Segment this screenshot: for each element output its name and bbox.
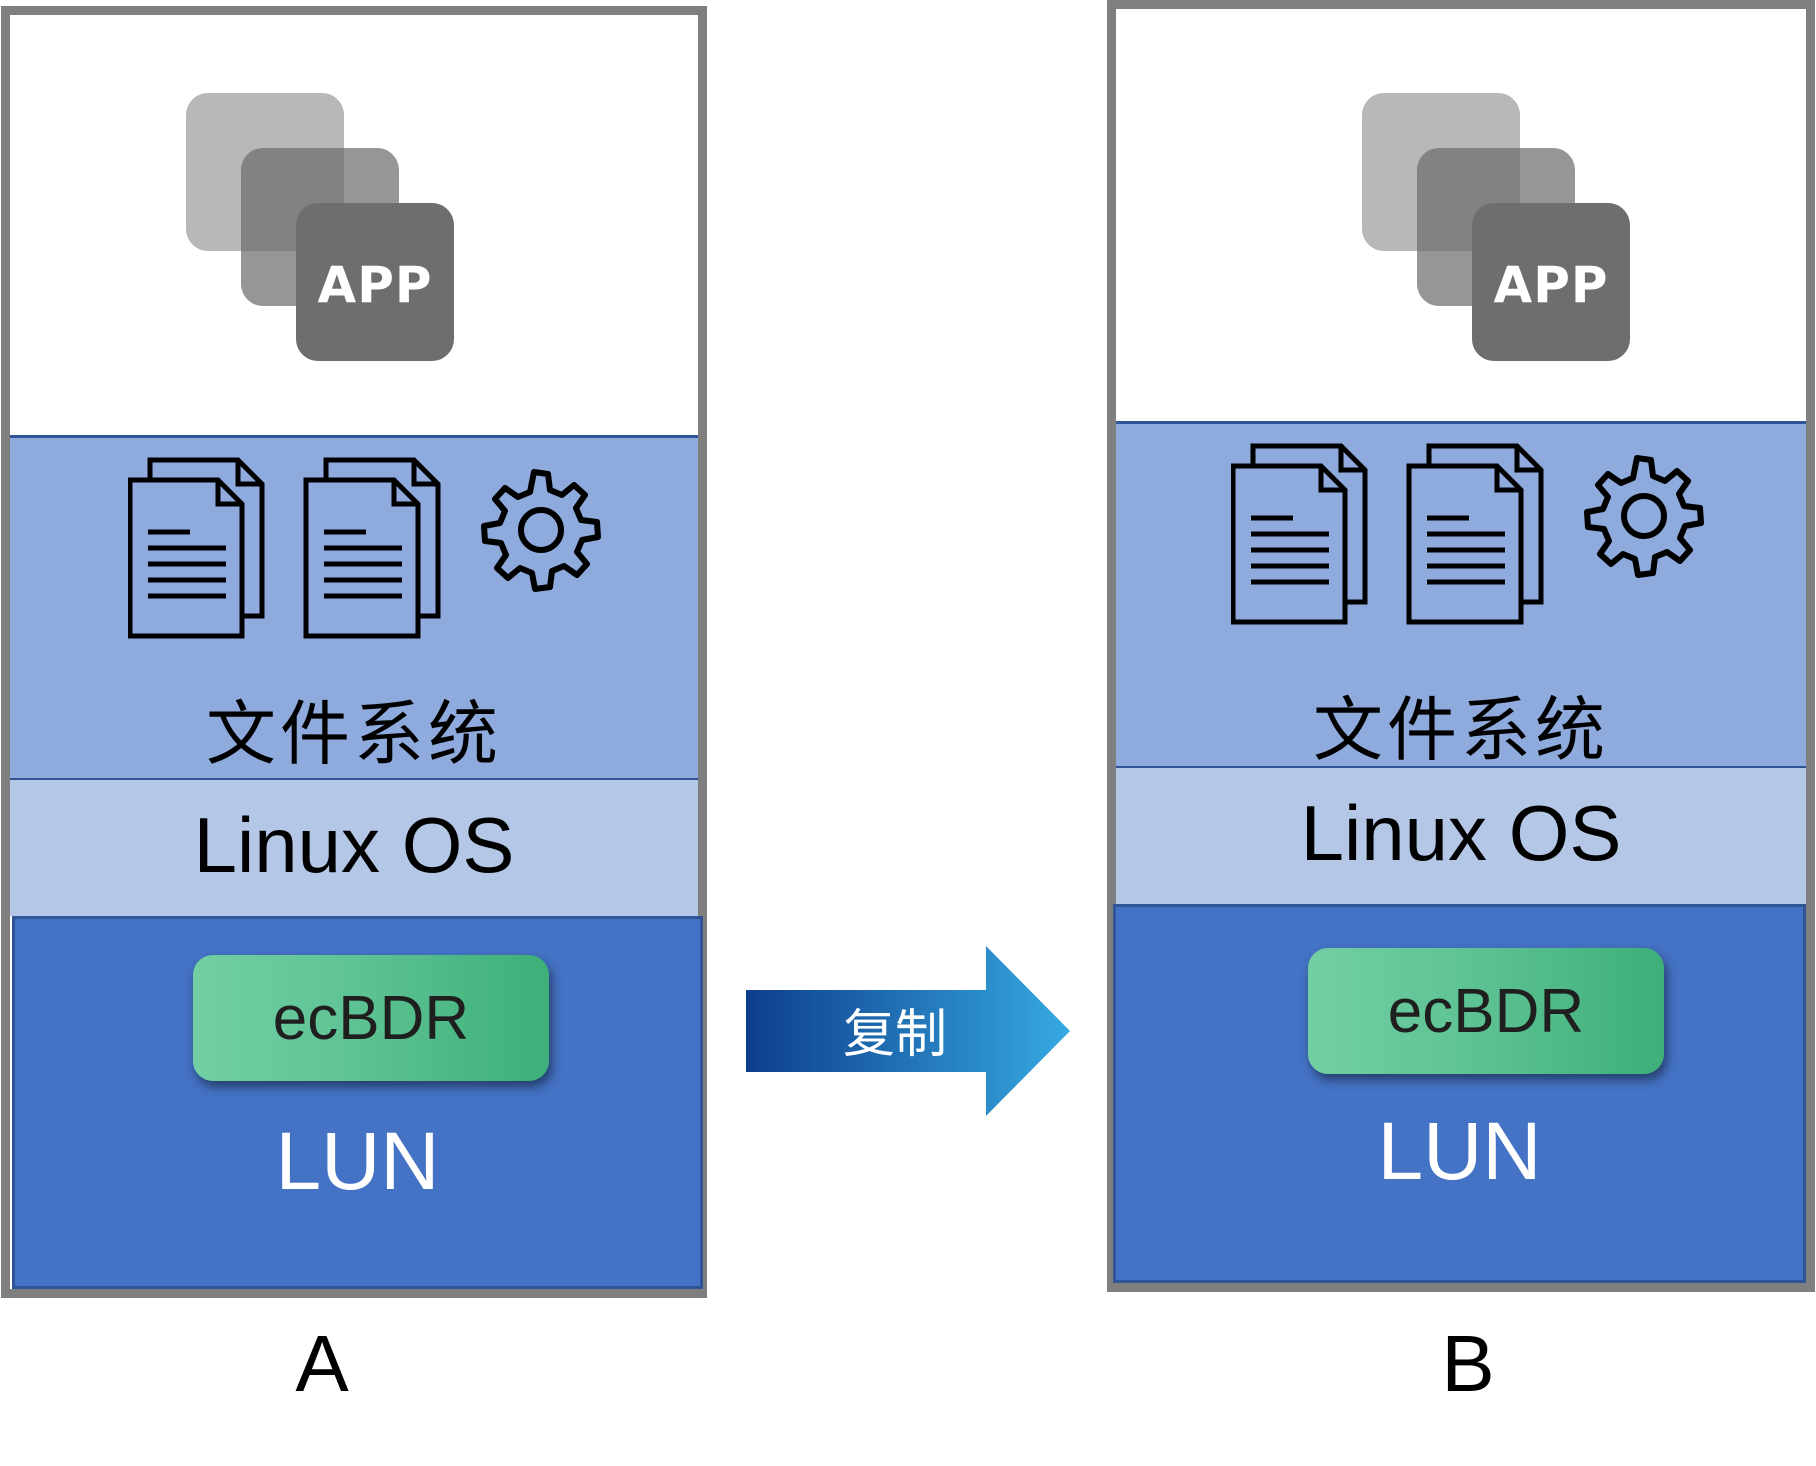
document-icon	[1409, 446, 1541, 622]
ecbdr-box: ecBDR	[1308, 948, 1664, 1074]
filesystem-label: 文件系统	[206, 693, 502, 775]
ecbdr-box: ecBDR	[193, 955, 549, 1081]
document-icon	[130, 460, 262, 636]
os-label: Linux OS	[193, 801, 515, 889]
app-layer: APP	[10, 15, 698, 435]
app-label: APP	[317, 256, 433, 314]
app-layer: APP	[1116, 9, 1806, 421]
system-stack-b: APP 文件系统 Linux OS ecBDR LUN	[1107, 0, 1815, 1292]
filesystem-label: 文件系统	[1313, 689, 1609, 771]
lun-layer: ecBDR LUN	[12, 916, 703, 1289]
document-icon	[1233, 446, 1365, 622]
os-layer: Linux OS	[10, 780, 698, 916]
os-label: Linux OS	[1300, 789, 1622, 877]
stack-a-caption: A	[295, 1319, 349, 1408]
gear-icon	[1587, 458, 1701, 575]
replicate-label: 复制	[842, 1005, 947, 1065]
app-label: APP	[1493, 256, 1609, 314]
app-stack-icon: APP	[186, 93, 456, 363]
filesystem-icons	[1231, 436, 1751, 636]
gear-icon	[484, 472, 598, 589]
stack-b-caption: B	[1441, 1319, 1495, 1408]
filesystem-layer: 文件系统	[1116, 421, 1806, 771]
filesystem-icons	[128, 450, 648, 650]
lun-label: LUN	[1377, 1106, 1542, 1197]
system-stack-a: APP 文件系统 Linux OS ecBDR LUN	[1, 6, 707, 1298]
os-layer: Linux OS	[1116, 768, 1806, 904]
lun-label: LUN	[275, 1116, 440, 1207]
right-arrow-icon	[746, 946, 1070, 1116]
lun-layer: ecBDR LUN	[1113, 904, 1806, 1283]
document-icon	[306, 460, 438, 636]
app-stack-icon: APP	[1362, 93, 1632, 363]
filesystem-layer: 文件系统	[10, 435, 698, 780]
